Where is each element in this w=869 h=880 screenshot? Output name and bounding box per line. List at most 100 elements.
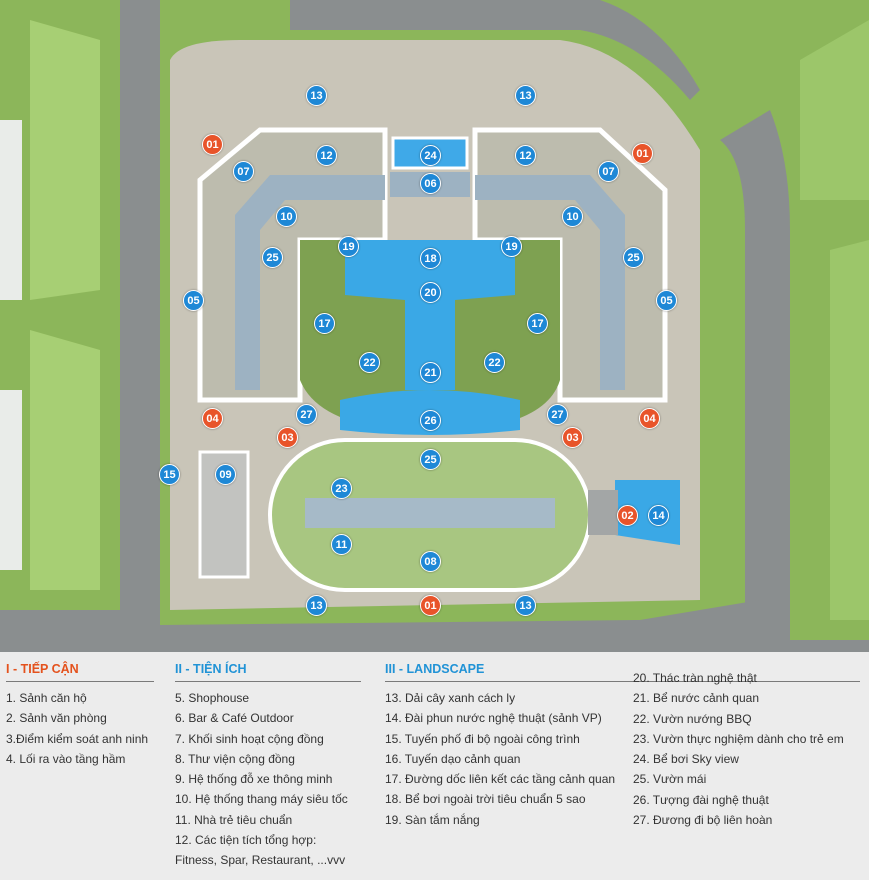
office-lobby	[588, 490, 618, 535]
park-lawn	[800, 20, 869, 200]
legend-item: 27. Đương đi bộ liên hoàn	[633, 813, 773, 828]
map-marker-13: 13	[515, 595, 536, 616]
legend-landscape: III - LANDSCAPE 13. Dải cây xanh cách ly…	[385, 662, 860, 827]
park-lawn	[830, 240, 869, 620]
map-marker-01: 01	[202, 134, 223, 155]
neighbor-building	[0, 120, 22, 300]
legend-item: 5. Shophouse	[175, 691, 250, 705]
road	[120, 0, 160, 652]
legend-item: 7. Khối sinh hoạt cộng đồng	[175, 731, 324, 746]
map-marker-13: 13	[515, 85, 536, 106]
legend-item: 13. Dải cây xanh cách ly	[385, 691, 516, 705]
map-marker-13: 13	[306, 595, 327, 616]
site-plan-drawing	[0, 0, 869, 652]
map-marker-25: 25	[420, 449, 441, 470]
legend-item: 19. Sàn tắm nắng	[385, 812, 480, 827]
map-marker-07: 07	[233, 161, 254, 182]
office-fountain	[615, 480, 680, 545]
park-lawn	[30, 20, 100, 300]
legend-item: 8. Thư viện cộng đồng	[175, 751, 295, 766]
legend-item: 16. Tuyến dạo cảnh quan	[385, 751, 521, 766]
legend-item: 26. Tượng đài nghệ thuật	[633, 792, 769, 807]
legend-access: I - TIẾP CẬN 1. Sảnh căn hộ 2. Sảnh văn p…	[6, 662, 154, 769]
legend-item: 9. Hệ thống đỗ xe thông minh	[175, 772, 333, 787]
map-marker-24: 24	[420, 145, 441, 166]
map-marker-12: 12	[515, 145, 536, 166]
map-marker-05: 05	[656, 290, 677, 311]
legend-amenities: II - TIỆN ÍCH 5. Shophouse 6. Bar & Café …	[175, 662, 361, 871]
legend-item: 15. Tuyến phố đi bộ ngoài công trình	[385, 731, 580, 746]
map-marker-23: 23	[331, 478, 352, 499]
legend-list-access: 1. Sảnh căn hộ 2. Sảnh văn phòng 3.Điểm ki…	[6, 688, 154, 769]
map-marker-19: 19	[338, 236, 359, 257]
map-marker-27: 27	[547, 404, 568, 425]
main-pool	[345, 240, 515, 390]
map-marker-25: 25	[262, 247, 283, 268]
legend-item: 21. Bể nước cảnh quan	[633, 691, 759, 706]
map-marker-06: 06	[420, 173, 441, 194]
map-marker-22: 22	[359, 352, 380, 373]
map-marker-03: 03	[277, 427, 298, 448]
legend-item: 6. Bar & Café Outdoor	[175, 711, 294, 726]
map-marker-05: 05	[183, 290, 204, 311]
map-marker-27: 27	[296, 404, 317, 425]
map-marker-12: 12	[316, 145, 337, 166]
map-marker-25: 25	[623, 247, 644, 268]
legend-item: 1. Sảnh căn hộ	[6, 691, 87, 705]
legend-heading-landscape: III - LANDSCAPE	[385, 662, 860, 682]
legend-item: 22. Vườn nướng BBQ	[633, 711, 752, 726]
map-marker-01: 01	[632, 143, 653, 164]
park-lawn	[30, 330, 100, 590]
site-plan-map: 13 13 01 12 24 12 01 07 06 07 10 10 19 19 25 18 25 05 20 05…	[0, 0, 869, 652]
legend-item: 12. Các tiện tích tổng hợp:	[175, 833, 317, 848]
glass-roof	[475, 175, 625, 390]
legend-heading-amenities: II - TIỆN ÍCH	[175, 662, 361, 682]
road	[290, 0, 700, 100]
map-marker-26: 26	[420, 410, 441, 431]
legend-item: 25. Vườn mái	[633, 772, 707, 787]
legend-item: 4. Lối ra vào tầng hầm	[6, 751, 126, 766]
neighbor-building	[0, 390, 22, 570]
legend-item: 24. Bể bơi Sky view	[633, 752, 739, 767]
legend-item: 23. Vườn thực nghiệm dành cho trẻ em	[633, 731, 844, 746]
legend-item: 2. Sảnh văn phòng	[6, 711, 107, 726]
map-marker-09: 09	[215, 464, 236, 485]
map-marker-03: 03	[562, 427, 583, 448]
legend-item: 3.Điểm kiểm soát anh ninh	[6, 731, 149, 746]
map-marker-20: 20	[420, 282, 441, 303]
legend-item: 11. Nhà trẻ tiêu chuẩn	[175, 812, 293, 827]
map-marker-17: 17	[527, 313, 548, 334]
road	[0, 600, 869, 652]
map-marker-02: 02	[617, 505, 638, 526]
legend-item: 10. Hệ thống thang máy siêu tốc	[175, 792, 348, 807]
map-marker-10: 10	[562, 206, 583, 227]
map-marker-07: 07	[598, 161, 619, 182]
oval-glass-roof	[305, 498, 555, 528]
map-marker-04: 04	[639, 408, 660, 429]
legend-item: Fitness, Spar, Restaurant, ...vvv	[175, 853, 346, 868]
road	[720, 110, 790, 652]
legend-item: 14. Đài phun nước nghệ thuật (sảnh VP)	[385, 711, 602, 726]
map-marker-15: 15	[159, 464, 180, 485]
map-marker-19: 19	[501, 236, 522, 257]
glass-roof	[235, 175, 385, 390]
legend-item: 17. Đường dốc liên kết các tầng cảnh qua…	[385, 772, 616, 787]
legend-list-amenities: 5. Shophouse 6. Bar & Café Outdoor 7. Khối…	[175, 688, 361, 871]
legend-item: 18. Bể bơi ngoài trời tiêu chuẩn 5 sao	[385, 792, 586, 807]
map-marker-18: 18	[420, 248, 441, 269]
legend-list-landscape: 13. Dải cây xanh cách ly 14. Đài phun nướ…	[385, 688, 615, 830]
map-marker-21: 21	[420, 362, 441, 383]
legend-list-landscape-cont: 20. Thác tràn nghệ thật 21. Bể nước cảnh …	[633, 668, 844, 830]
map-marker-14: 14	[648, 505, 669, 526]
map-marker-11: 11	[331, 534, 352, 555]
map-marker-17: 17	[314, 313, 335, 334]
map-marker-08: 08	[420, 551, 441, 572]
legend: I - TIẾP CẬN 1. Sảnh căn hộ 2. Sảnh văn p…	[0, 652, 869, 880]
map-marker-22: 22	[484, 352, 505, 373]
map-marker-13: 13	[306, 85, 327, 106]
map-marker-01: 01	[420, 595, 441, 616]
map-marker-04: 04	[202, 408, 223, 429]
legend-heading-access: I - TIẾP CẬN	[6, 662, 154, 682]
legend-item: 20. Thác tràn nghệ thật	[633, 671, 757, 685]
map-marker-10: 10	[276, 206, 297, 227]
